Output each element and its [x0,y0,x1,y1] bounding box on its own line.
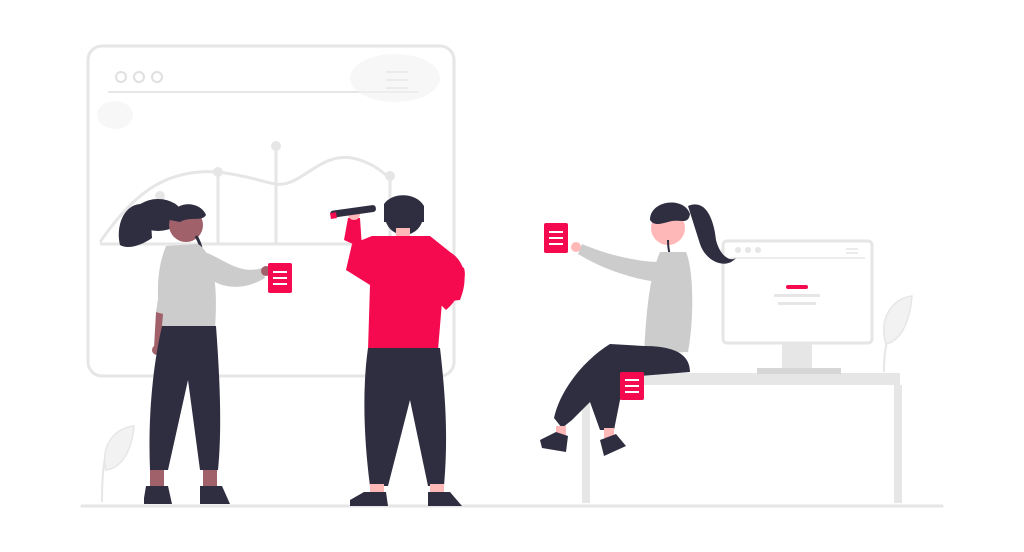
leaf-plant-icon [101,425,135,503]
desk [582,373,902,503]
person-right-woman [540,202,736,456]
sticky-note-icon [620,372,644,400]
window-dot-icon [151,71,163,83]
leaf-plant-icon [883,295,913,373]
window-dot-icon [115,71,127,83]
person-left-woman [118,199,271,504]
person-middle-man [344,195,465,506]
monitor [721,239,874,374]
window-dot-icon [133,71,145,83]
sticky-note-icon [268,263,292,293]
marker-icon [330,205,376,220]
whiteboard-curve [98,155,391,243]
sticky-note-icon [544,223,568,253]
